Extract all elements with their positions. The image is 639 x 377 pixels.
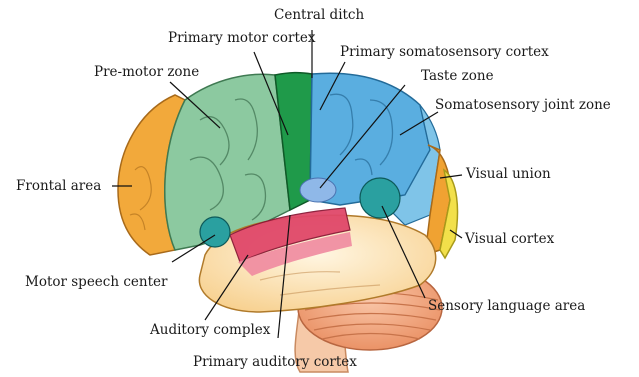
label-primary-auditory-cortex: Primary auditory cortex — [193, 354, 357, 370]
label-pre-motor-zone: Pre-motor zone — [94, 64, 199, 80]
sensory-language-region — [360, 178, 400, 218]
label-visual-union: Visual union — [466, 166, 551, 182]
label-taste-zone: Taste zone — [421, 68, 494, 84]
label-central-ditch: Central ditch — [274, 7, 364, 23]
label-auditory-complex: Auditory complex — [150, 322, 270, 338]
label-visual-cortex: Visual cortex — [465, 231, 554, 247]
label-primary-motor-cortex: Primary motor cortex — [168, 30, 315, 46]
label-frontal-area: Frontal area — [16, 178, 101, 194]
label-motor-speech-center: Motor speech center — [25, 274, 167, 290]
motor-speech-center-region — [200, 217, 230, 247]
taste-region — [300, 178, 336, 202]
label-sensory-language-area: Sensory language area — [428, 298, 585, 314]
label-primary-somatosensory-cortex: Primary somatosensory cortex — [340, 44, 549, 60]
label-somatosensory-joint-zone: Somatosensory joint zone — [435, 97, 611, 113]
